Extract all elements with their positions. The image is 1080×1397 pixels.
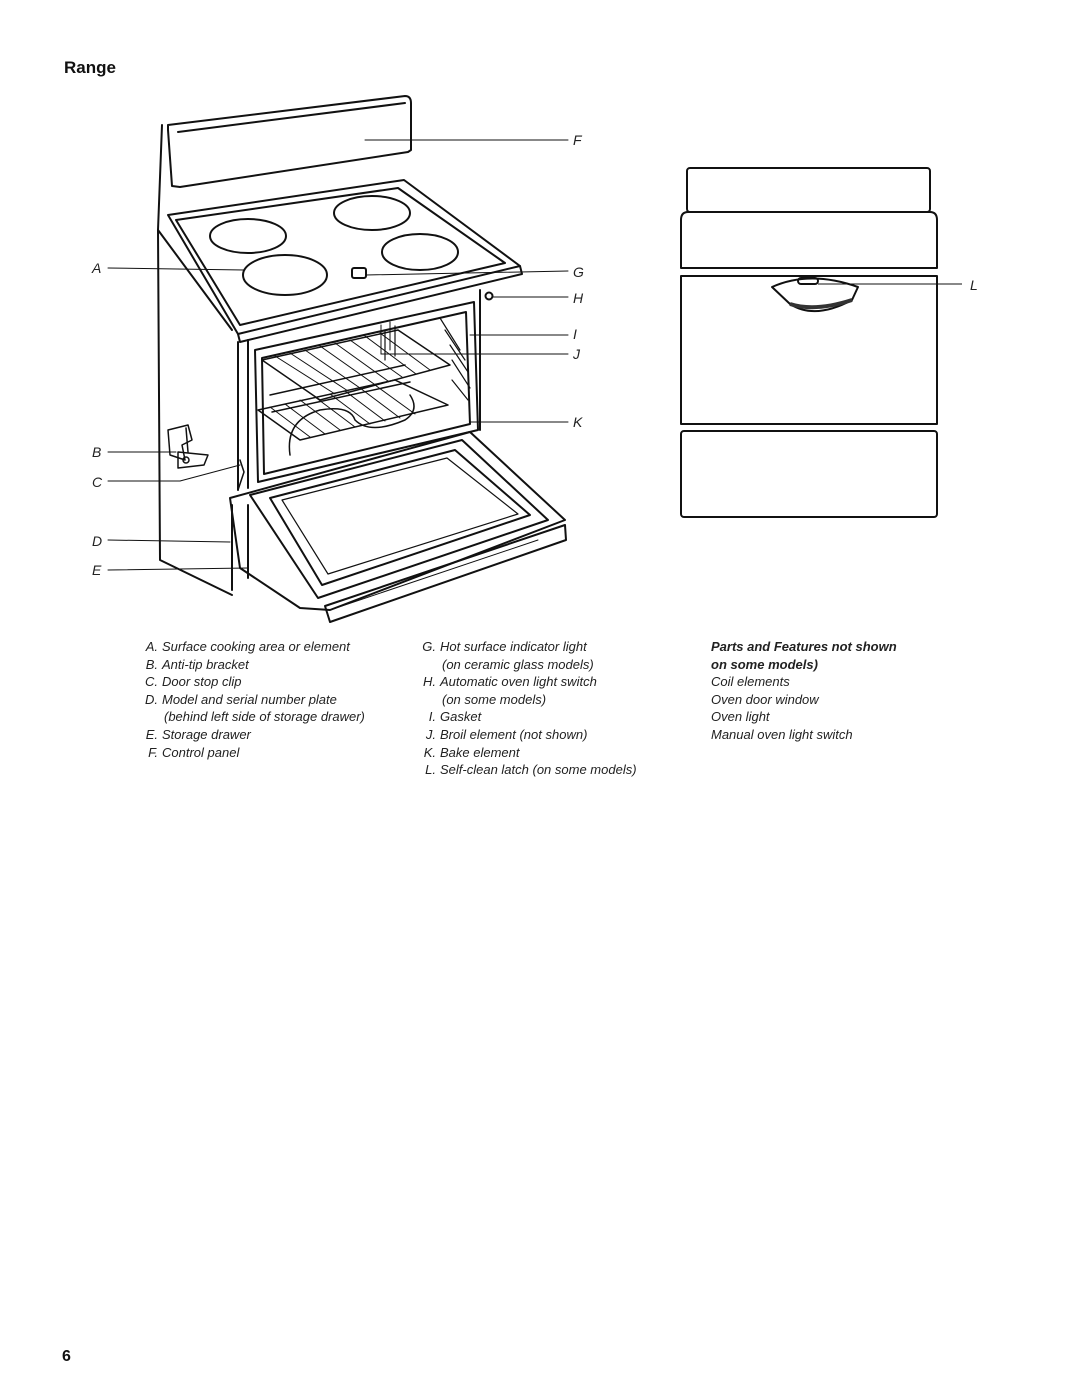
legend-column-2: G. Hot surface indicator light (on cerami…: [420, 638, 680, 779]
legend-item: G. Hot surface indicator light: [420, 638, 680, 656]
callout-f: F: [573, 132, 582, 148]
callout-j: J: [573, 346, 580, 362]
legend-letter: H.: [423, 674, 436, 690]
legend-text: Control panel: [162, 744, 240, 760]
legend-column-1: A. Surface cooking area or element B.Anti…: [142, 638, 402, 761]
legend-letter: J.: [425, 726, 436, 742]
legend-letter: C.: [145, 674, 158, 690]
callout-e: E: [92, 562, 102, 578]
legend-text: Gasket: [440, 709, 482, 725]
legend-item: K.Bake element: [420, 744, 680, 762]
not-shown-heading: Parts and Features not shown: [711, 639, 897, 654]
legend-subtext: (behind left side of storage drawer): [164, 709, 365, 725]
legend-letter: F.: [148, 744, 158, 760]
legend-item: I.Gasket: [420, 708, 680, 726]
not-shown-item: Oven door window: [711, 691, 819, 707]
legend-item: C.Door stop clip: [142, 673, 402, 691]
not-shown-item: Coil elements: [711, 674, 790, 690]
not-shown-column: Parts and Features not shown on some mod…: [711, 638, 971, 744]
legend-letter: A.: [145, 639, 158, 654]
range-illustration: [107, 95, 962, 623]
legend-item: L.Self-clean latch (on some models): [420, 761, 680, 779]
not-shown-item: Manual oven light switch: [711, 726, 853, 742]
legend-letter: L.: [425, 762, 436, 778]
legend-text: Automatic oven light switch: [440, 674, 597, 690]
legend-letter: E.: [145, 726, 158, 742]
legend-text: Self-clean latch (on some models): [440, 762, 637, 778]
legend-letter: G.: [422, 639, 436, 654]
legend-item: B.Anti-tip bracket: [142, 656, 402, 674]
legend-letter: D.: [145, 691, 158, 707]
callout-i: I: [573, 326, 577, 342]
legend-text: Bake element: [440, 744, 520, 760]
callout-c: C: [92, 474, 103, 490]
legend-text: Hot surface indicator light: [440, 639, 587, 654]
callout-k: K: [573, 414, 583, 430]
legend-subtext: (on some models): [442, 691, 547, 707]
legend-item: A. Surface cooking area or element: [142, 638, 402, 656]
not-shown-item: Oven light: [711, 709, 770, 725]
not-shown-heading-line2: on some models): [711, 656, 818, 672]
legend-item: F.Control panel: [142, 744, 402, 762]
legend-text: Surface cooking area or element: [162, 639, 350, 654]
legend-item: D.Model and serial number plate: [142, 691, 402, 709]
callout-g: G: [573, 264, 584, 280]
legend-letter: K.: [423, 744, 436, 760]
legend-subtext: (on ceramic glass models): [442, 656, 594, 672]
legend-text: Model and serial number plate: [162, 691, 337, 707]
legend-item: E.Storage drawer: [142, 726, 402, 744]
callout-l: L: [970, 277, 978, 293]
legend-item: J.Broil element (not shown): [420, 726, 680, 744]
legend-letter: I.: [428, 709, 436, 725]
callout-d: D: [92, 533, 103, 549]
callout-a: A: [92, 260, 102, 276]
page-number: 6: [62, 1348, 71, 1365]
legend-item: H.Automatic oven light switch: [420, 673, 680, 691]
legend-text: Door stop clip: [162, 674, 242, 690]
legend-letter: B.: [145, 656, 158, 672]
legend-text: Broil element (not shown): [440, 726, 588, 742]
legend-text: Storage drawer: [162, 726, 251, 742]
callout-h: H: [573, 290, 584, 306]
page-title: Range: [64, 58, 116, 77]
legend-text: Anti-tip bracket: [162, 656, 249, 672]
callout-b: B: [92, 444, 102, 460]
